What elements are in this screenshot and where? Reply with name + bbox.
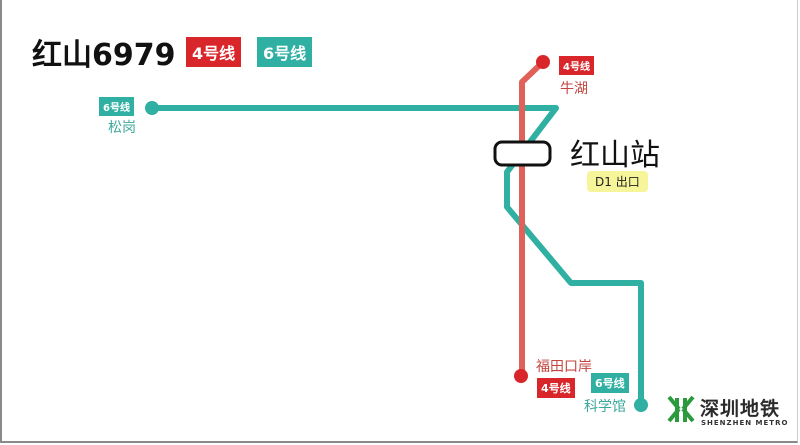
exit-label: D1 出口 xyxy=(587,171,648,192)
niuhu-label: 牛湖 xyxy=(560,81,588,97)
station-dot-songgang xyxy=(145,101,159,115)
station-dot-niuhu xyxy=(536,55,550,69)
line-6-track xyxy=(152,105,644,405)
science-museum-label: 科学馆 xyxy=(584,399,626,415)
niuhu-line-badge: 4号线 xyxy=(559,56,594,75)
futian-port-line-badge: 4号线 xyxy=(537,378,575,398)
station-name: 红山站 xyxy=(570,138,660,173)
science-museum-line-badge: 6号线 xyxy=(591,373,629,393)
station-dot-science-museum xyxy=(634,398,648,412)
shenzhen-metro-logo-icon xyxy=(667,395,695,423)
legend-line-4: 4号线 xyxy=(186,37,242,67)
page-title: 红山6979 xyxy=(32,38,176,73)
station-dot-futian-port xyxy=(514,369,528,383)
legend-line-6: 6号线 xyxy=(257,37,313,67)
songgang-label: 松岗 xyxy=(108,120,136,136)
songgang-line-badge: 6号线 xyxy=(99,97,134,116)
logo-text-en: SHENZHEN METRO xyxy=(701,419,789,427)
interchange-station-marker xyxy=(493,140,552,167)
logo-text-cn: 深圳地铁 xyxy=(700,398,781,420)
line-4-track xyxy=(519,59,546,376)
futian-port-label: 福田口岸 xyxy=(536,359,592,375)
